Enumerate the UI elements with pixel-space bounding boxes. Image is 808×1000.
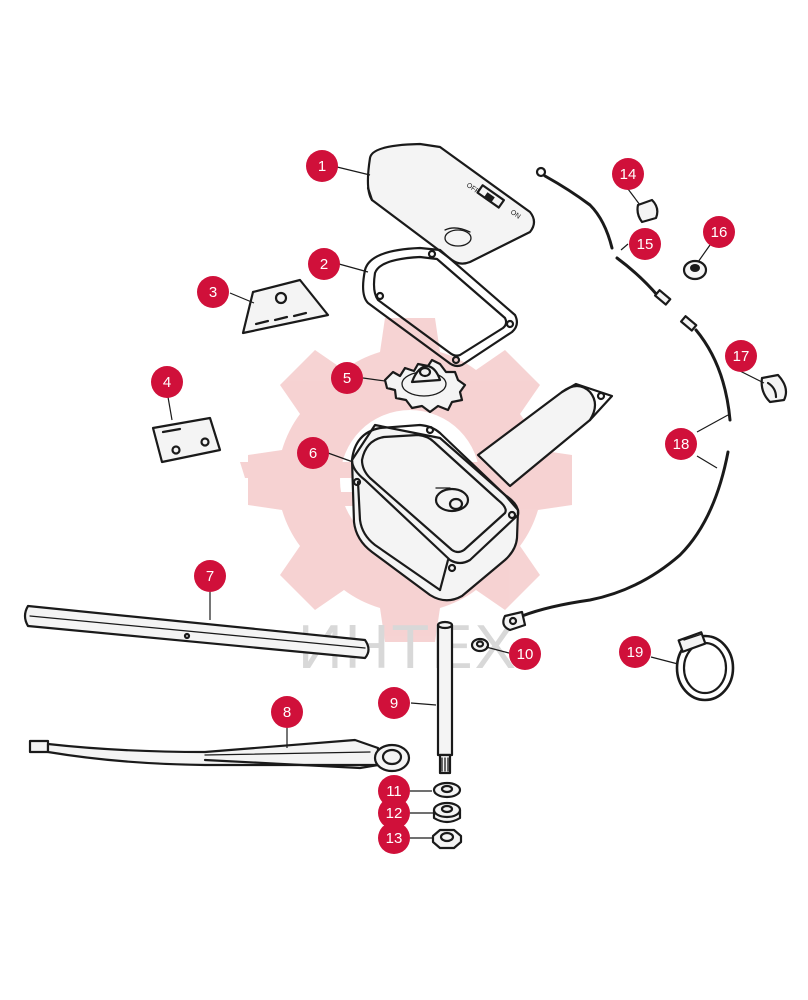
switch-on-label: ON	[509, 209, 522, 221]
callout-2-badge	[308, 248, 340, 280]
motor-housing	[350, 382, 614, 602]
grommet	[682, 259, 708, 281]
callout-18-badge	[665, 428, 697, 460]
gasket	[361, 246, 519, 368]
callout-15-number: 15	[637, 236, 654, 253]
callout-15: 15	[629, 228, 661, 260]
nut	[470, 637, 490, 653]
callout-13-number: 13	[386, 830, 403, 847]
spindle-shaft	[436, 620, 454, 775]
callout-17: 17	[725, 340, 757, 372]
callout-15-badge	[629, 228, 661, 260]
washer	[432, 781, 462, 799]
callout-7: 7	[194, 560, 226, 592]
callout-1: 1	[306, 150, 338, 182]
callout-8: 8	[271, 696, 303, 728]
bushing	[432, 801, 462, 824]
callout-3-number: 3	[209, 284, 217, 301]
bracket-plate	[151, 416, 222, 464]
hex-nut	[431, 828, 463, 850]
cable-upper	[535, 166, 672, 306]
callout-5: 5	[331, 362, 363, 394]
hose-clamp	[675, 631, 735, 702]
callout-8-number: 8	[283, 704, 291, 721]
callout-19-badge	[619, 636, 651, 668]
cable-clip	[760, 373, 788, 404]
callout-6-number: 6	[309, 445, 317, 462]
small-clip	[636, 198, 659, 224]
callout-6-badge	[297, 437, 329, 469]
mounting-plate	[241, 278, 330, 335]
callout-14: 14	[612, 158, 644, 190]
callout-18-number: 18	[673, 436, 690, 453]
callout-5-badge	[331, 362, 363, 394]
callout-12-badge	[378, 797, 410, 829]
leader-lines	[167, 166, 765, 839]
cover-with-switch: OFF ON	[366, 142, 536, 265]
callout-7-number: 7	[206, 568, 214, 585]
callout-9-badge	[378, 687, 410, 719]
callout-8-badge	[271, 696, 303, 728]
callout-17-badge	[725, 340, 757, 372]
callout-13: 13	[378, 822, 410, 854]
wiper-blade	[23, 604, 370, 660]
callout-11-number: 11	[386, 783, 402, 800]
wiper-arm	[28, 738, 411, 773]
callout-17-number: 17	[733, 348, 750, 365]
callout-11-badge	[378, 775, 410, 807]
callout-19: 19	[619, 636, 651, 668]
callout-9-number: 9	[390, 695, 398, 712]
cable-lower	[502, 315, 732, 632]
callout-12: 12	[378, 797, 410, 829]
callout-10: 10	[509, 638, 541, 670]
callout-4-number: 4	[163, 374, 171, 391]
callout-6: 6	[297, 437, 329, 469]
callout-10-badge	[509, 638, 541, 670]
callout-10-number: 10	[517, 646, 534, 663]
callout-16-badge	[703, 216, 735, 248]
callout-12-number: 12	[386, 805, 403, 822]
callout-11: 11	[378, 775, 410, 807]
callout-3-badge	[197, 276, 229, 308]
callout-1-number: 1	[318, 158, 326, 175]
callout-4: 4	[151, 366, 183, 398]
callout-16: 16	[703, 216, 735, 248]
callout-14-badge	[612, 158, 644, 190]
callout-14-number: 14	[620, 166, 637, 183]
callout-16-number: 16	[711, 224, 728, 241]
callout-19-number: 19	[627, 644, 644, 661]
gear-wheel	[383, 358, 467, 414]
callout-3: 3	[197, 276, 229, 308]
callout-7-badge	[194, 560, 226, 592]
callout-2: 2	[308, 248, 340, 280]
callout-18: 18	[665, 428, 697, 460]
callout-5-number: 5	[343, 370, 351, 387]
callout-9: 9	[378, 687, 410, 719]
callout-13-badge	[378, 822, 410, 854]
callout-4-badge	[151, 366, 183, 398]
callout-2-number: 2	[320, 256, 328, 273]
callout-1-badge	[306, 150, 338, 182]
